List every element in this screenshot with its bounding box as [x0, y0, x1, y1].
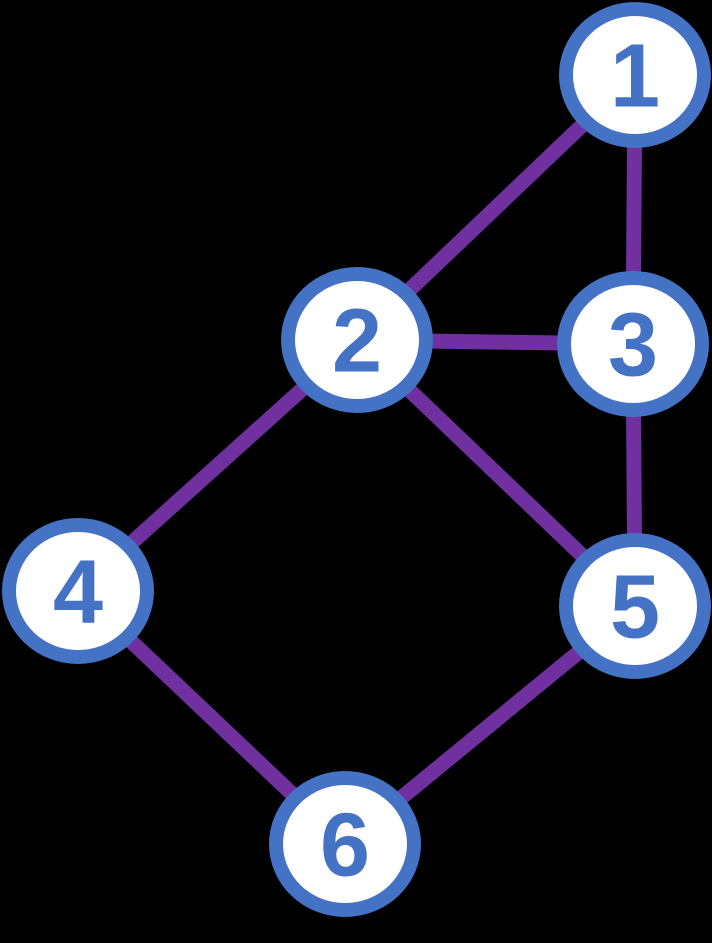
node-3-label: 3: [608, 296, 658, 396]
node-4-circle: [2, 518, 154, 664]
node-6-label: 6: [320, 796, 370, 896]
node-3-circle: [557, 271, 709, 417]
node-1: 1: [559, 2, 711, 148]
node-1-label: 1: [610, 27, 660, 127]
node-5: 5: [559, 533, 711, 679]
node-5-label: 5: [610, 558, 660, 658]
node-layer: 1 2 3 4 5 6: [2, 2, 711, 917]
node-6-circle: [269, 771, 421, 917]
edge-layer: [72, 69, 643, 850]
node-3: 3: [557, 271, 709, 417]
node-4: 4: [2, 518, 154, 664]
node-2: 2: [281, 267, 433, 413]
node-1-circle: [559, 2, 711, 148]
node-2-label: 2: [332, 292, 382, 392]
node-6: 6: [269, 771, 421, 917]
node-2-circle: [281, 267, 433, 413]
node-4-label: 4: [53, 543, 103, 643]
node-5-circle: [559, 533, 711, 679]
